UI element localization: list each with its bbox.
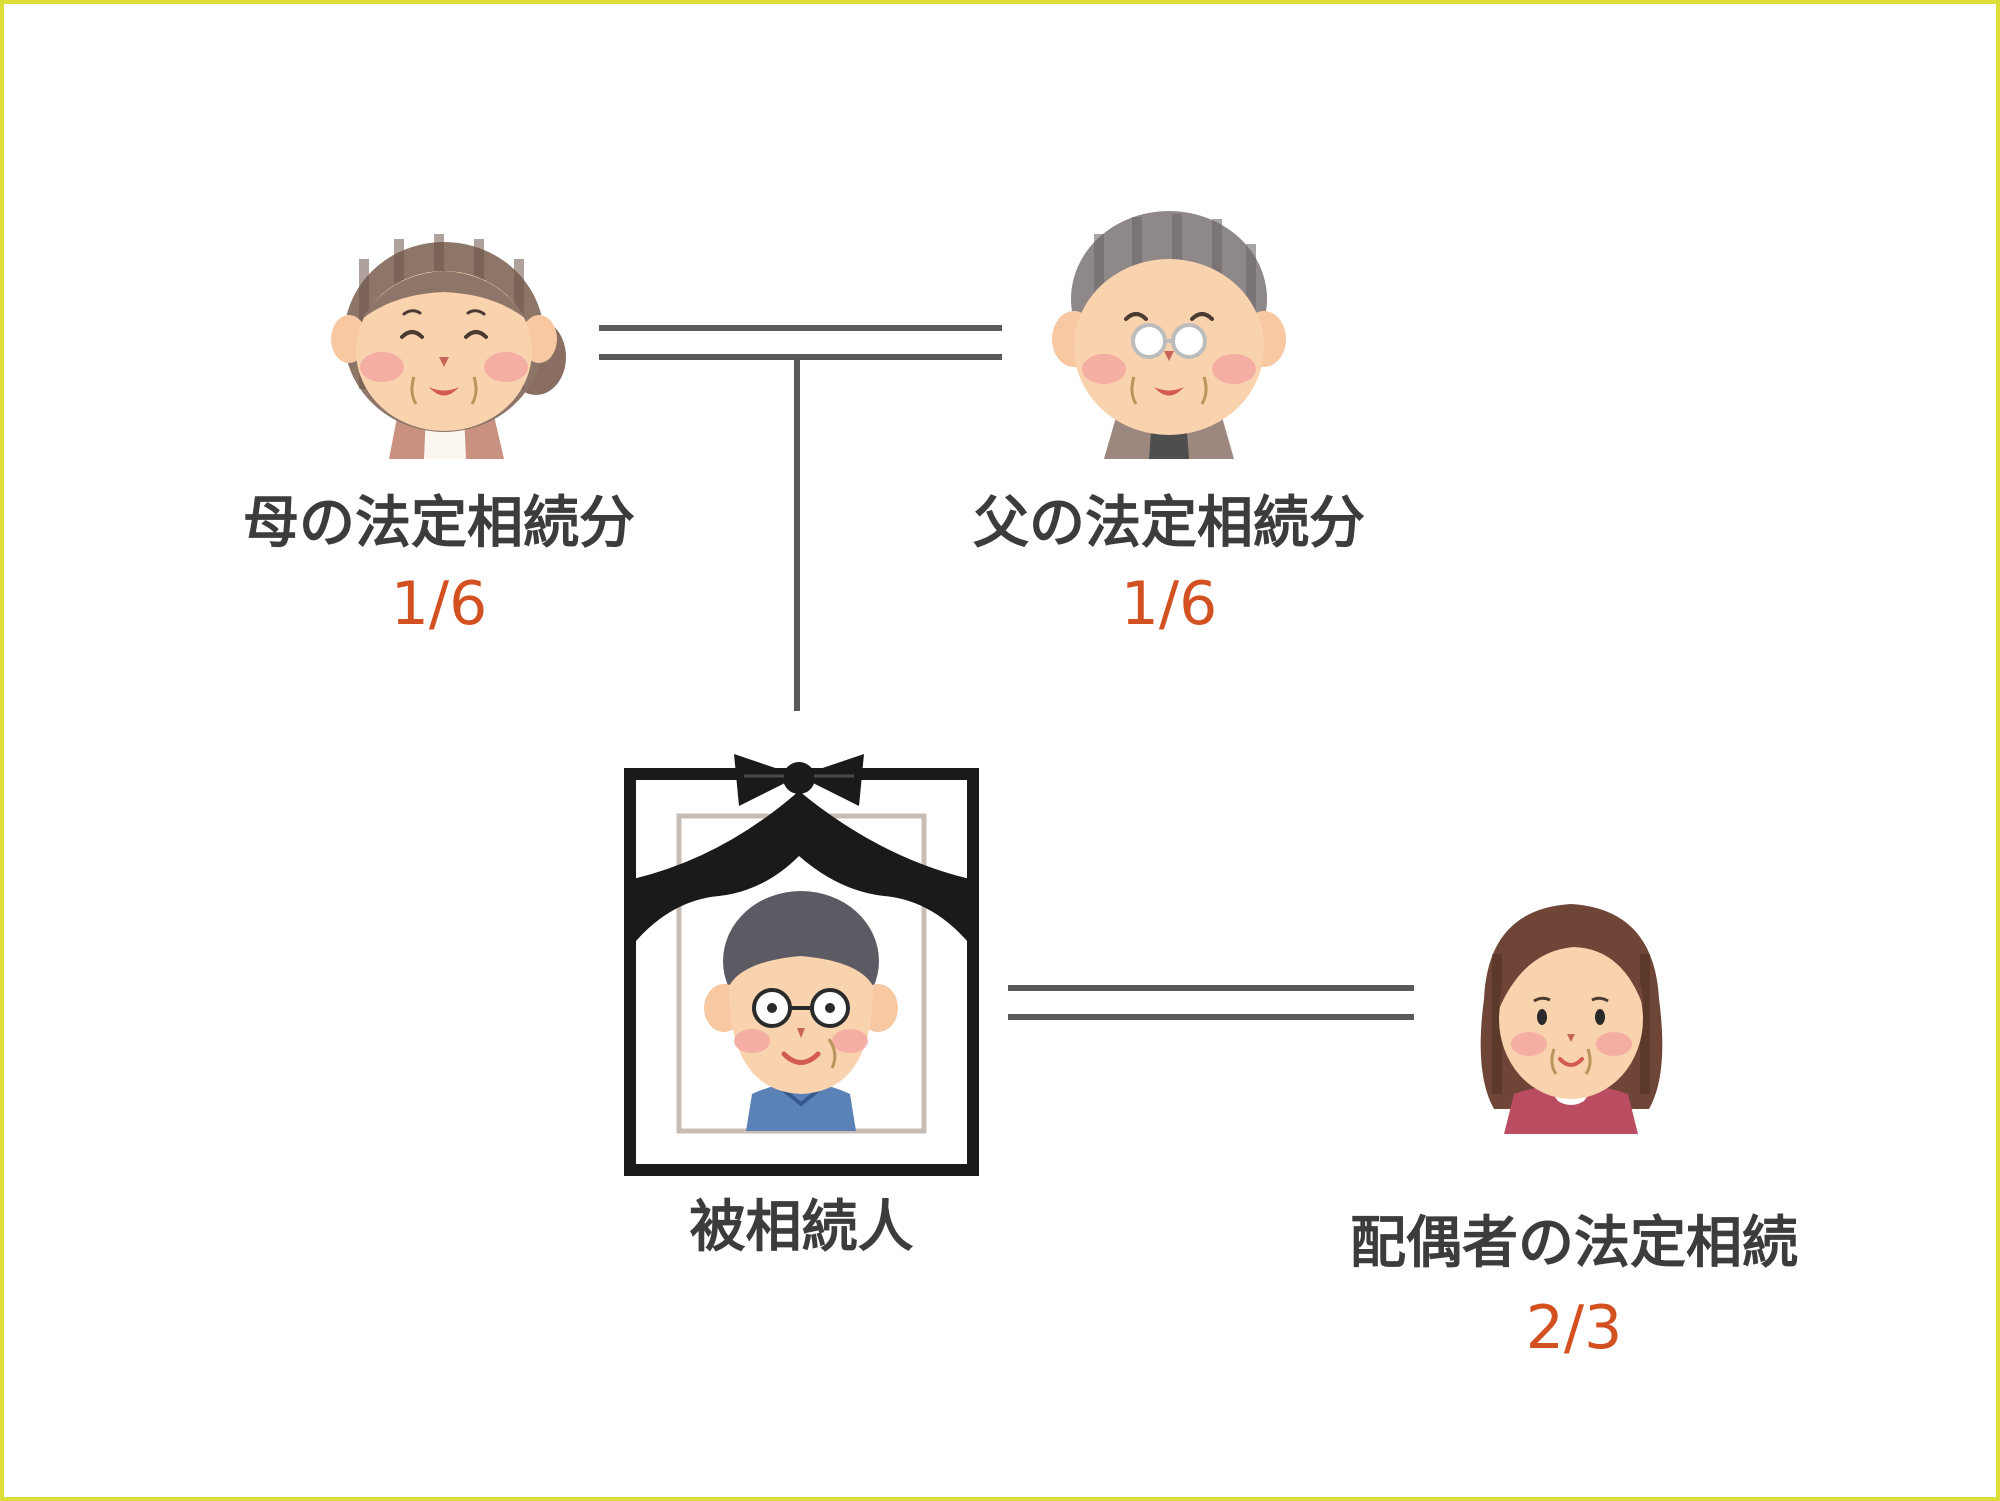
deceased-person [704, 891, 898, 1131]
mother-label: 母の法定相続分 [243, 491, 635, 556]
parent-child-line [794, 359, 800, 711]
parents-marriage-line-bottom [599, 354, 1002, 360]
spouse-illustration-icon [1480, 904, 1663, 1134]
spouse-marriage-line-bottom [1008, 1014, 1414, 1020]
deceased-portrait-icon [624, 754, 979, 1176]
father-share: 1/6 [1120, 569, 1218, 639]
mother-share: 1/6 [390, 569, 488, 639]
spouse-share: 2/3 [1525, 1293, 1623, 1363]
spouse-label: 配偶者の法定相続 [1350, 1211, 1798, 1276]
father-label: 父の法定相続分 [973, 491, 1365, 556]
deceased-label: 被相続人 [689, 1195, 914, 1260]
father-illustration-icon [1052, 211, 1286, 459]
spouse-marriage-line-top [1008, 985, 1414, 991]
mother-illustration-icon [331, 234, 566, 459]
parents-marriage-line-top [599, 325, 1002, 331]
